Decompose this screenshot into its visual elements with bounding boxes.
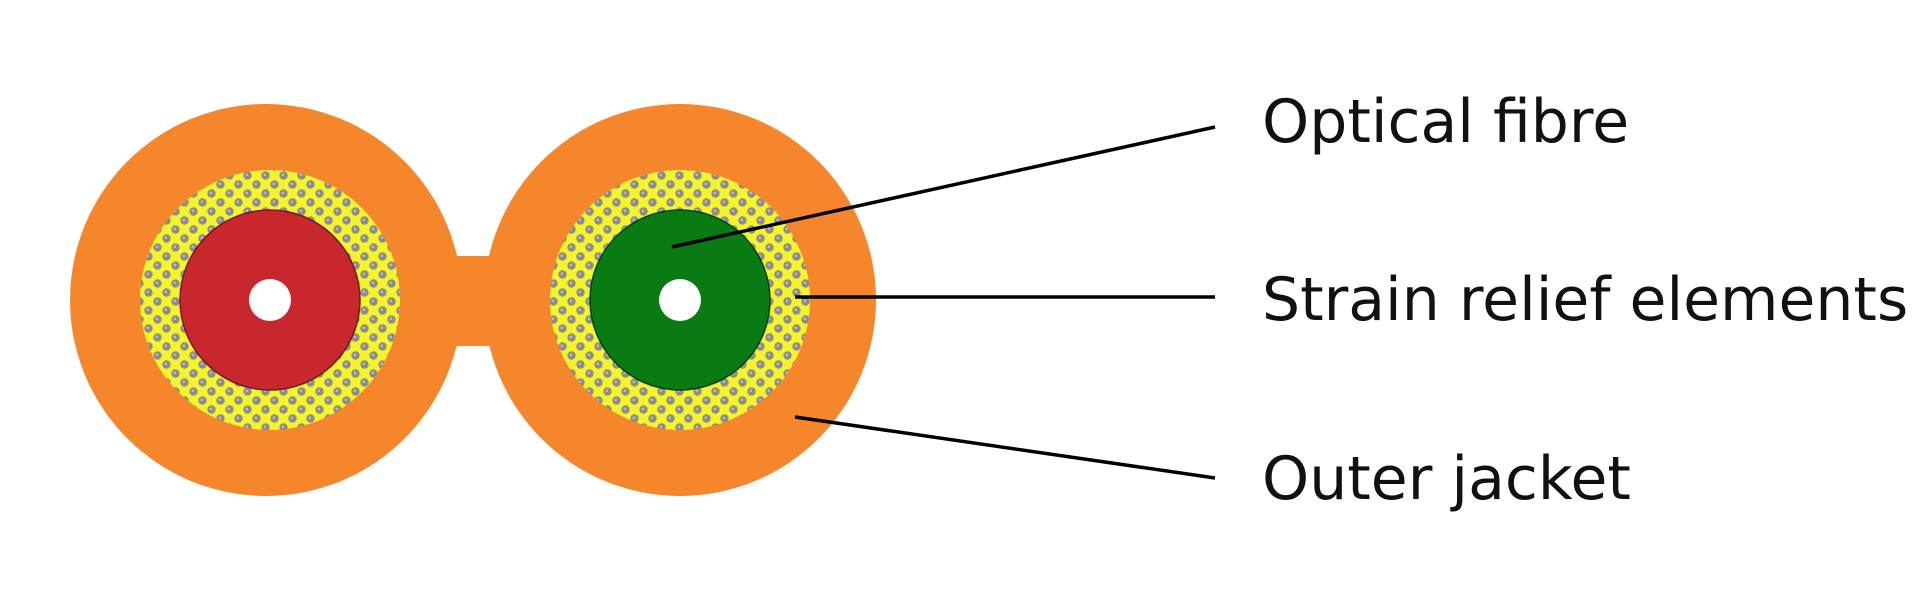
jacket-bridge bbox=[430, 256, 520, 346]
label-optical-fibre: Optical fibre bbox=[1262, 87, 1630, 157]
leader-lines bbox=[671, 125, 1216, 480]
leader-line-outer-jacket bbox=[794, 415, 1216, 480]
right-subcable bbox=[550, 170, 810, 430]
left-fibre-core bbox=[249, 279, 291, 321]
right-fibre-core bbox=[659, 279, 701, 321]
leader-line-optical-fibre bbox=[671, 125, 1216, 249]
label-strain-relief-elements: Strain relief elements bbox=[1262, 265, 1909, 335]
label-outer-jacket: Outer jacket bbox=[1262, 444, 1631, 514]
left-subcable bbox=[140, 170, 400, 430]
